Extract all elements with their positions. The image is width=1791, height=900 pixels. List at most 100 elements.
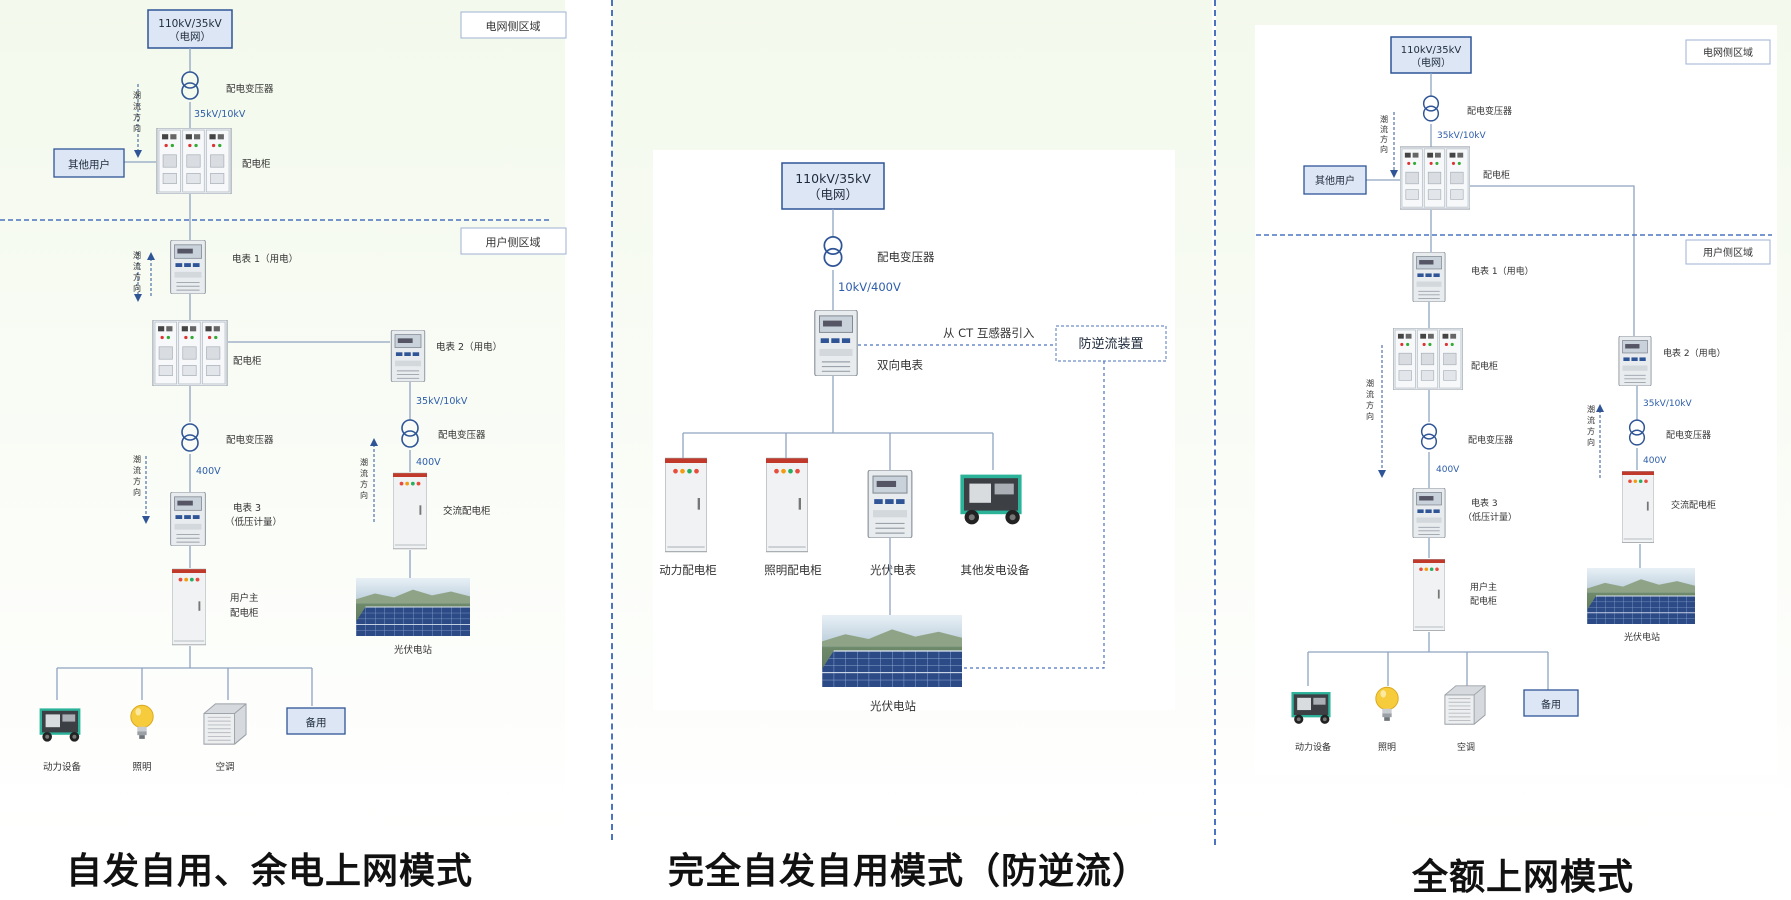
p1-flow-char: 流	[133, 261, 141, 271]
p1-flow-char: 潮	[360, 457, 368, 467]
p2-pv-label: 光伏电站	[870, 699, 916, 713]
p1-cabinet-icon	[156, 128, 232, 194]
p3-cabinet-icon	[1400, 146, 1470, 210]
p1-voltage4: 400V	[196, 466, 221, 477]
p1-cabinet2-icon	[152, 320, 228, 386]
p1-ac-cabinet-label: 交流配电柜	[443, 505, 491, 517]
p3-user-cabinet-sub: 配电柜	[1470, 595, 1497, 607]
p2-pv-icon	[822, 615, 962, 687]
p3-user-cabinet-icon	[1413, 558, 1445, 632]
p3-meter3-label: 电表 3	[1471, 497, 1498, 509]
p3-cabinet-label: 配电柜	[1483, 169, 1510, 181]
p1-other-user-label: 其他用户	[68, 158, 110, 171]
p2-voltage: 10kV/400V	[838, 280, 901, 294]
p3-other-user-box	[1303, 165, 1367, 195]
p3-transformer3-label: 配电变压器	[1468, 434, 1513, 446]
p1-meter3-label: 电表 3	[233, 502, 261, 514]
p1-voltage1: 35kV/10kV	[194, 109, 246, 120]
p1-aircon-icon	[203, 703, 247, 745]
p2-grid-box-label: 110kV/35kV	[795, 171, 871, 186]
p2-light-cabinet-icon	[766, 457, 808, 553]
p2-pv-meter-label: 光伏电表	[870, 563, 916, 577]
p1-user-region-tag	[460, 227, 567, 255]
p2-light-cabinet-label: 照明配电柜	[764, 563, 822, 577]
p1-meter2-label: 电表 2（用电）	[436, 341, 502, 353]
p1-meter2-icon	[390, 330, 426, 382]
separator-1	[611, 0, 613, 840]
p3-transformer3-icon	[1420, 423, 1438, 450]
p3-user-region-label: 用户侧区域	[1703, 246, 1753, 259]
p1-grid-box	[147, 9, 233, 49]
p3-flow-char: 流	[1366, 389, 1374, 399]
p2-other-gen-label: 其他发电设备	[961, 563, 1030, 577]
p1-load-spare: 备用	[306, 716, 327, 729]
p1-voltage2: 35kV/10kV	[416, 396, 468, 407]
p1-cabinet2-label: 配电柜	[233, 355, 262, 367]
p2-transformer-label: 配电变压器	[877, 250, 935, 264]
p2-bidir-meter-icon	[814, 310, 858, 376]
p1-ac-cabinet-icon	[393, 472, 427, 550]
p3-pv-icon	[1587, 568, 1695, 624]
p1-flow-char: 向	[133, 487, 141, 497]
p3-transformer2-label: 配电变压器	[1666, 429, 1711, 441]
p3-pv-label: 光伏电站	[1624, 631, 1660, 643]
p3-cabinet2-icon	[1393, 328, 1463, 390]
p1-meter1-icon	[170, 240, 206, 294]
p1-flow-char: 潮	[133, 90, 141, 100]
p3-flow-char: 向	[1380, 144, 1388, 154]
p2-pv-meter-icon	[867, 470, 913, 538]
p1-user-cabinet-sub: 配电柜	[230, 607, 259, 619]
p3-generator-icon	[1291, 692, 1331, 726]
p2-anti-backflow-box	[1055, 325, 1167, 362]
p1-meter3-sub: （低压计量）	[225, 516, 282, 528]
p3-flow-char: 流	[1380, 124, 1388, 134]
p3-user-region-tag	[1685, 239, 1771, 265]
p3-grid-region-tag	[1685, 39, 1771, 65]
p1-flow-char: 流	[133, 465, 141, 475]
p1-flow-char: 流	[360, 468, 368, 478]
panel3: 110kV/35kV （电网） 电网侧区域 配电变压器 35kV/10kV 潮 …	[1256, 36, 1772, 753]
p3-meter1-label: 电表 1（用电）	[1471, 265, 1534, 277]
p3-ac-cabinet-icon	[1622, 470, 1654, 544]
p1-flow-char: 流	[133, 101, 141, 111]
p2-transformer-icon	[823, 235, 843, 267]
p1-load-light: 照明	[132, 762, 151, 773]
p1-flow-char: 方	[133, 272, 141, 282]
p1-grid-region-label: 电网侧区域	[486, 20, 541, 33]
p3-cabinet2-label: 配电柜	[1471, 360, 1498, 372]
mode1-title: 自发自用、余电上网模式	[66, 851, 474, 892]
p3-flow-char: 潮	[1366, 378, 1374, 388]
mode3-title: 全额上网模式	[1412, 857, 1635, 898]
p3-flow-char: 方	[1366, 400, 1374, 410]
p3-meter3-sub: （低压计量）	[1463, 511, 1517, 523]
p1-pv-label: 光伏电站	[394, 644, 433, 656]
p1-flow-char: 方	[133, 112, 141, 122]
p1-generator-icon	[39, 708, 81, 743]
p3-flow-char: 向	[1587, 437, 1595, 447]
p1-transformer2-label: 配电变压器	[438, 429, 486, 441]
p3-voltage4: 400V	[1436, 465, 1460, 475]
p3-bulb-icon	[1375, 686, 1399, 722]
p3-grid-box-label: 110kV/35kV	[1401, 45, 1462, 56]
p3-transformer-label: 配电变压器	[1467, 105, 1512, 117]
p1-flow-char: 潮	[133, 454, 141, 464]
p1-load-power: 动力设备	[43, 761, 82, 773]
p3-load-spare: 备用	[1541, 698, 1561, 711]
p1-transformer-label: 配电变压器	[226, 83, 274, 95]
p1-meter3-icon	[170, 492, 206, 546]
p3-flow-char: 潮	[1587, 404, 1595, 414]
background-left	[0, 0, 565, 840]
p1-flow-char: 潮	[133, 250, 141, 260]
p1-user-cabinet-icon	[172, 568, 206, 646]
p3-flow-char: 潮	[1380, 114, 1388, 124]
p3-spare-box	[1523, 689, 1579, 717]
p2-power-cabinet-label: 动力配电柜	[659, 563, 717, 577]
p3-user-cabinet-label: 用户主	[1470, 581, 1497, 593]
p1-flow-char: 向	[360, 490, 368, 500]
p1-load-ac: 空调	[215, 761, 234, 773]
p2-bidir-meter-label: 双向电表	[877, 358, 923, 372]
p1-flow-char: 方	[360, 479, 368, 489]
p3-load-light: 照明	[1378, 742, 1396, 753]
p3-meter2-label: 电表 2（用电）	[1663, 347, 1726, 359]
